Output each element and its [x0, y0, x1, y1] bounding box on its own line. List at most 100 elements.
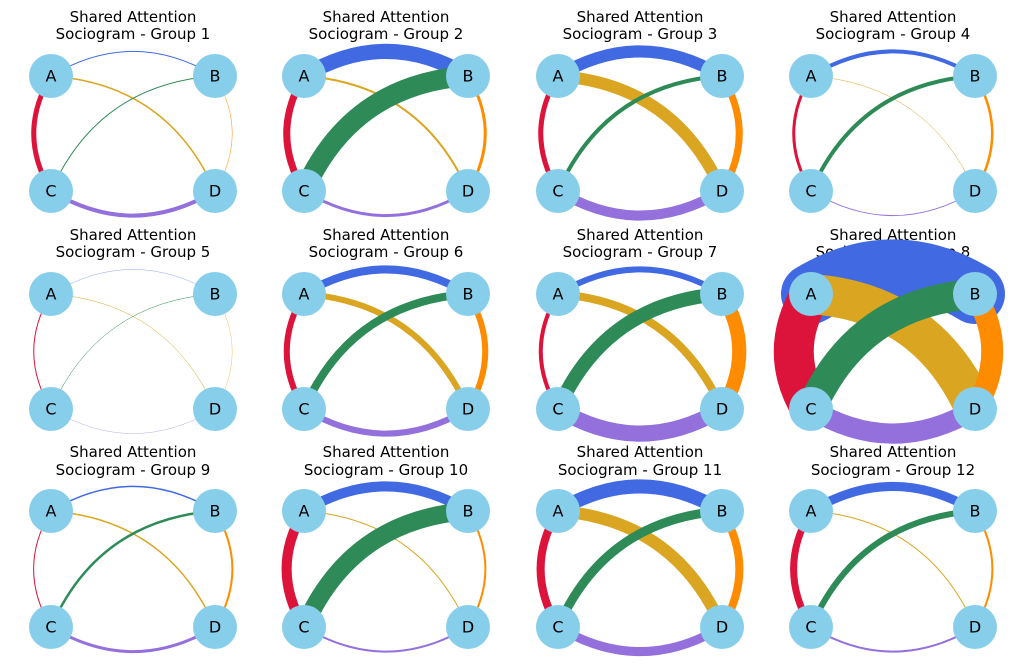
edge-b-c: [295, 502, 477, 636]
node-label-d: D: [969, 182, 981, 201]
edge-c-d: [49, 625, 217, 654]
panel-title-line2: Sociogram - Group 9: [56, 461, 211, 479]
edge-a-d: [303, 75, 469, 192]
node-a: [282, 54, 326, 98]
node-b: [953, 489, 997, 533]
node-label-b: B: [970, 67, 981, 86]
node-b: [446, 272, 490, 316]
panel-title-line1: Shared Attention: [830, 8, 957, 26]
panel-title-line2: Sociogram - Group 12: [811, 461, 975, 479]
panel-title-line2: Sociogram - Group 11: [558, 461, 722, 479]
node-label-d: D: [462, 618, 474, 637]
panel-title-line1: Shared Attention: [577, 226, 704, 244]
edge-a-b: [50, 269, 216, 295]
node-a: [789, 54, 833, 98]
node-a: [282, 489, 326, 533]
edge-c-d: [50, 408, 216, 434]
edge-a-d: [810, 75, 976, 192]
node-b: [700, 489, 744, 533]
node-label-d: D: [209, 618, 221, 637]
panel-title-line2: Sociogram - Group 10: [304, 461, 468, 479]
panel-title-line1: Shared Attention: [323, 226, 450, 244]
edge-b-c: [809, 74, 977, 193]
node-label-b: B: [717, 67, 728, 86]
node-c: [282, 605, 326, 649]
edge-a-b: [809, 49, 977, 78]
panel-title-line1: Shared Attention: [70, 8, 197, 26]
node-label-c: C: [298, 182, 309, 201]
node-b: [700, 272, 744, 316]
panel-title-line1: Shared Attention: [70, 443, 197, 461]
edge-a-b: [551, 479, 729, 518]
node-label-c: C: [552, 182, 563, 201]
edge-a-b: [299, 481, 473, 516]
node-b: [700, 54, 744, 98]
edge-a-d: [303, 510, 469, 628]
node-label-a: A: [299, 502, 310, 521]
edge-c-d: [49, 189, 217, 218]
node-d: [700, 387, 744, 431]
node-label-c: C: [805, 400, 816, 419]
edge-b-c: [551, 287, 729, 416]
panel-title-line2: Sociogram - Group 3: [563, 25, 718, 43]
node-label-b: B: [210, 285, 221, 304]
panel-title-line1: Shared Attention: [323, 443, 450, 461]
node-label-b: B: [463, 285, 474, 304]
edge-c-d: [810, 190, 976, 217]
node-label-d: D: [462, 182, 474, 201]
node-label-a: A: [553, 285, 564, 304]
node-c: [789, 605, 833, 649]
node-label-d: D: [969, 400, 981, 419]
node-label-b: B: [463, 67, 474, 86]
edge-a-b: [806, 481, 980, 516]
edge-a-d: [301, 291, 471, 412]
node-d: [193, 387, 237, 431]
node-label-c: C: [298, 618, 309, 637]
node-label-a: A: [806, 502, 817, 521]
node-label-c: C: [805, 182, 816, 201]
node-c: [29, 605, 73, 649]
node-label-a: A: [806, 285, 817, 304]
node-d: [700, 605, 744, 649]
node-label-c: C: [45, 400, 56, 419]
edge-a-d: [50, 293, 216, 410]
node-label-b: B: [463, 502, 474, 521]
edge-a-b: [300, 265, 472, 298]
node-label-d: D: [969, 618, 981, 637]
node-label-a: A: [553, 67, 564, 86]
node-b: [193, 272, 237, 316]
node-label-b: B: [210, 67, 221, 86]
node-d: [953, 387, 997, 431]
node-label-d: D: [716, 400, 728, 419]
node-label-d: D: [209, 400, 221, 419]
edge-a-b: [555, 266, 725, 297]
panel-title-line1: Shared Attention: [830, 226, 957, 244]
edge-b-c: [808, 508, 978, 630]
panel-title-line2: Sociogram - Group 6: [309, 243, 464, 261]
edge-c-d: [550, 401, 730, 442]
node-label-c: C: [45, 618, 56, 637]
node-label-a: A: [46, 67, 57, 86]
panel-title-line2: Sociogram - Group 4: [816, 25, 971, 43]
node-label-a: A: [299, 67, 310, 86]
edge-a-d: [552, 505, 728, 633]
edge-a-d: [50, 510, 216, 628]
node-label-b: B: [970, 502, 981, 521]
edge-a-b: [50, 50, 216, 77]
edge-b-c: [49, 509, 217, 629]
node-d: [193, 605, 237, 649]
node-label-a: A: [299, 285, 310, 304]
node-a: [536, 272, 580, 316]
edge-c-d: [303, 626, 469, 653]
node-c: [536, 387, 580, 431]
